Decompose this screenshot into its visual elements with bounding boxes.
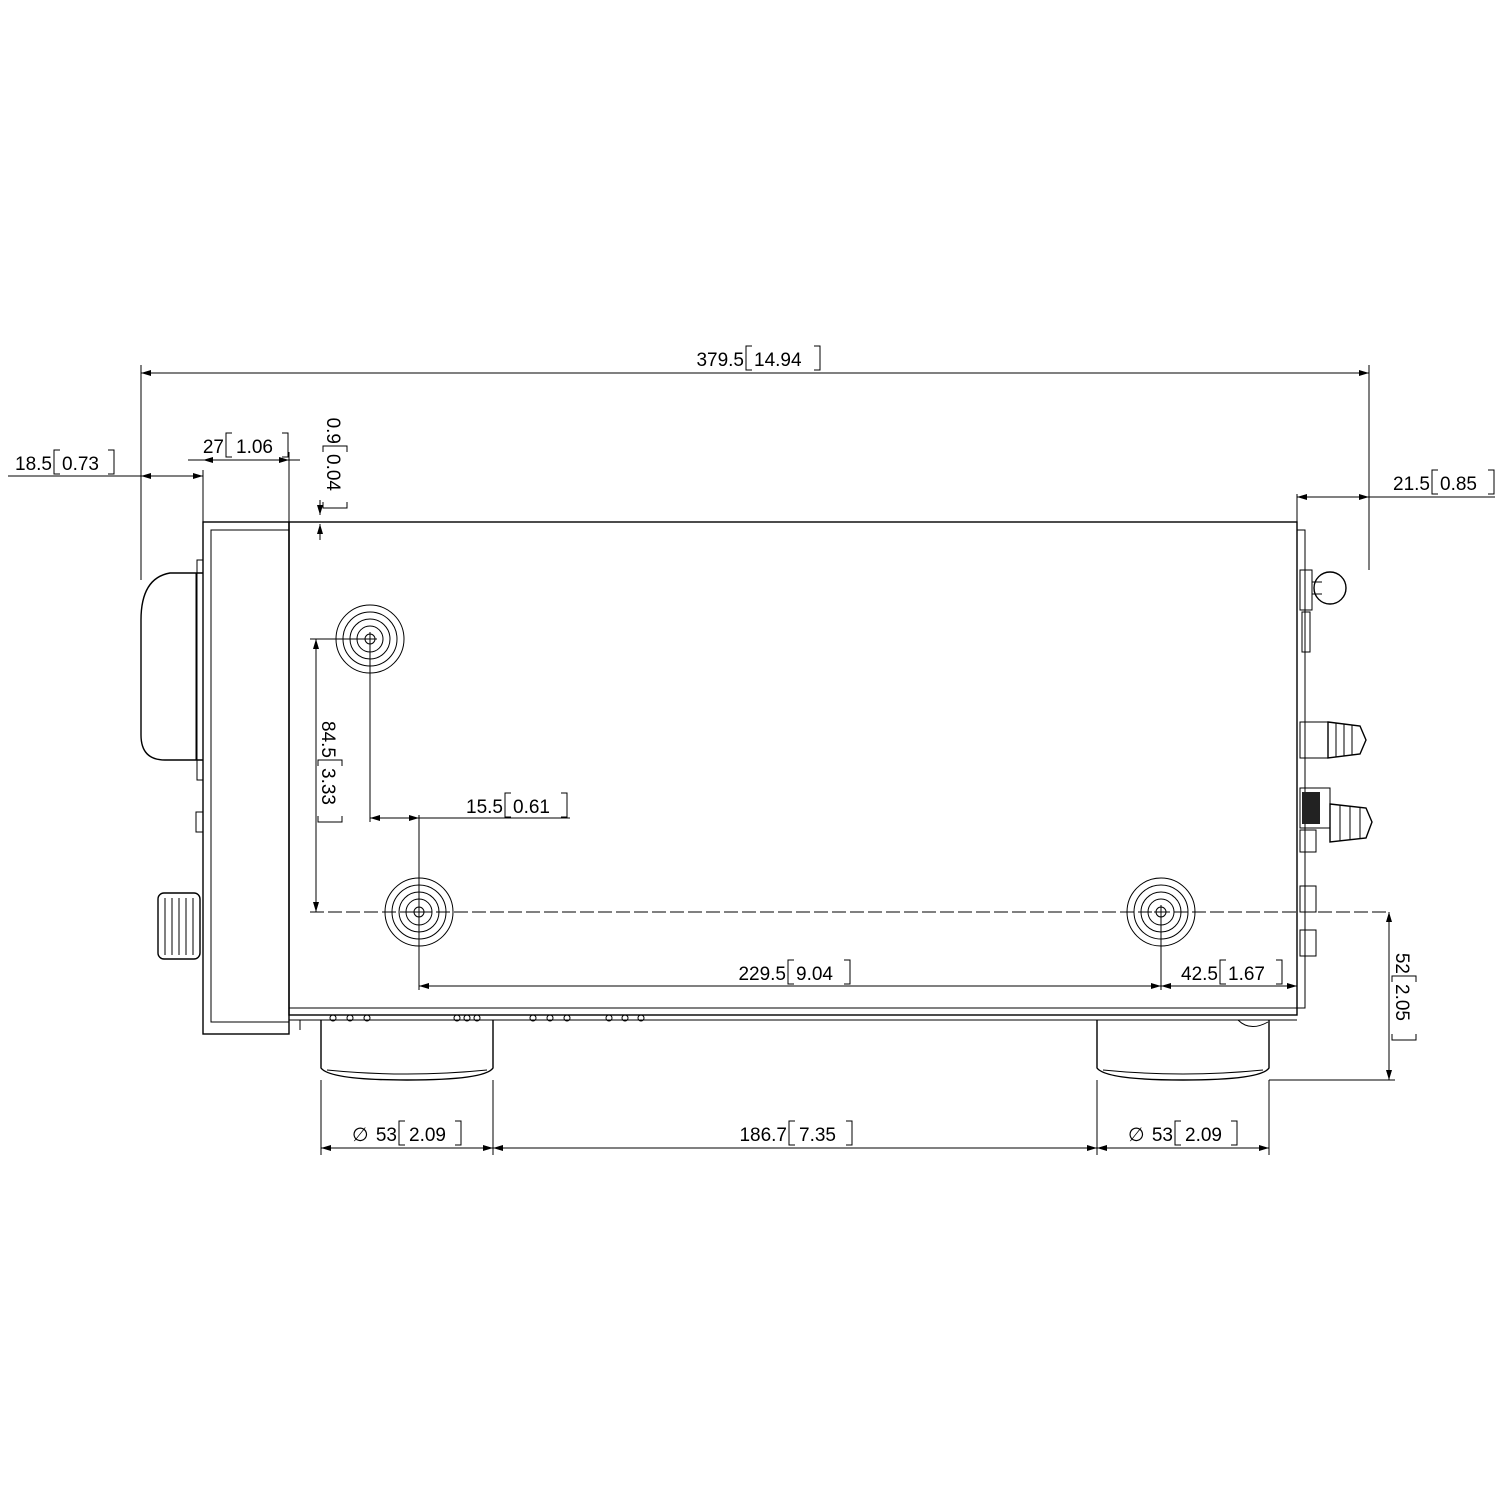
front-knob — [140, 559, 204, 781]
dim-screw-offset-in: 0.61 — [513, 797, 550, 818]
dim-foot-rear-dia: ∅ 53 2.09 — [1128, 1120, 1238, 1146]
dim-foot-spacing-in: 7.35 — [799, 1125, 836, 1146]
dim-screw-vertical-mm: 84.5 — [317, 721, 338, 758]
dim-foot-rear-dia-in: 2.09 — [1185, 1125, 1222, 1146]
dim-front-panel-mm: 27 — [203, 437, 224, 458]
dim-overall-length: 379.5 14.94 — [696, 345, 821, 371]
bottom-vents — [329, 1014, 645, 1022]
dim-screw-offset-mm: 15.5 — [466, 797, 503, 818]
dim-front-panel-in: 1.06 — [236, 437, 273, 458]
dim-screw-offset: 15.5 0.61 — [466, 792, 568, 818]
rear-foot — [1096, 1019, 1270, 1081]
dim-screw-spacing: 229.5 9.04 — [738, 959, 851, 985]
front-panel — [202, 521, 290, 1035]
dim-top-step-in: 0.04 — [322, 454, 343, 491]
dim-front-panel: 27 1.06 — [203, 432, 289, 458]
dim-rear-screw-mm: 42.5 — [1181, 964, 1218, 985]
dim-screw-spacing-mm: 229.5 — [738, 964, 786, 985]
dim-foot-height-in: 2.05 — [1391, 984, 1412, 1021]
dim-screw-vertical-in: 3.33 — [317, 768, 338, 805]
diameter-symbol: ∅ — [352, 1125, 369, 1146]
dim-rear-screw: 42.5 1.67 — [1181, 959, 1283, 985]
dim-rear-screw-in: 1.67 — [1228, 964, 1265, 985]
dim-overall-length-mm: 379.5 — [696, 350, 744, 371]
dim-rear-protrusion: 21.5 0.85 — [1393, 469, 1495, 495]
dim-front-knob-in: 0.73 — [62, 454, 99, 475]
rear-panel-hardware — [1296, 529, 1373, 1009]
dim-foot-front-dia: ∅ 53 2.09 — [352, 1120, 462, 1146]
dim-top-step-mm: 0.9 — [322, 418, 343, 444]
dim-screw-vertical: 84.5 3.33 — [317, 721, 343, 823]
dim-front-knob: 18.5 0.73 — [15, 449, 115, 475]
dim-foot-front-dia-in: 2.09 — [409, 1125, 446, 1146]
dim-rear-protrusion-mm: 21.5 — [1393, 474, 1430, 495]
diameter-symbol: ∅ — [1128, 1125, 1145, 1146]
front-foot — [299, 1020, 494, 1081]
dim-foot-spacing: 186.7 7.35 — [739, 1120, 853, 1146]
dim-foot-spacing-mm: 186.7 — [739, 1125, 787, 1146]
dim-foot-rear-dia-mm: 53 — [1152, 1125, 1173, 1146]
dim-foot-height: 52 2.05 — [1391, 953, 1417, 1041]
dim-screw-spacing-in: 9.04 — [796, 964, 833, 985]
dim-front-knob-mm: 18.5 — [15, 454, 52, 475]
dim-overall-length-in: 14.94 — [754, 350, 802, 371]
front-connector — [157, 811, 204, 960]
dim-foot-height-mm: 52 — [1391, 953, 1412, 974]
dim-rear-protrusion-in: 0.85 — [1440, 474, 1477, 495]
dim-top-step: 0.9 0.04 — [322, 418, 348, 509]
dimension-lines — [8, 365, 1495, 1155]
dim-foot-front-dia-mm: 53 — [376, 1125, 397, 1146]
